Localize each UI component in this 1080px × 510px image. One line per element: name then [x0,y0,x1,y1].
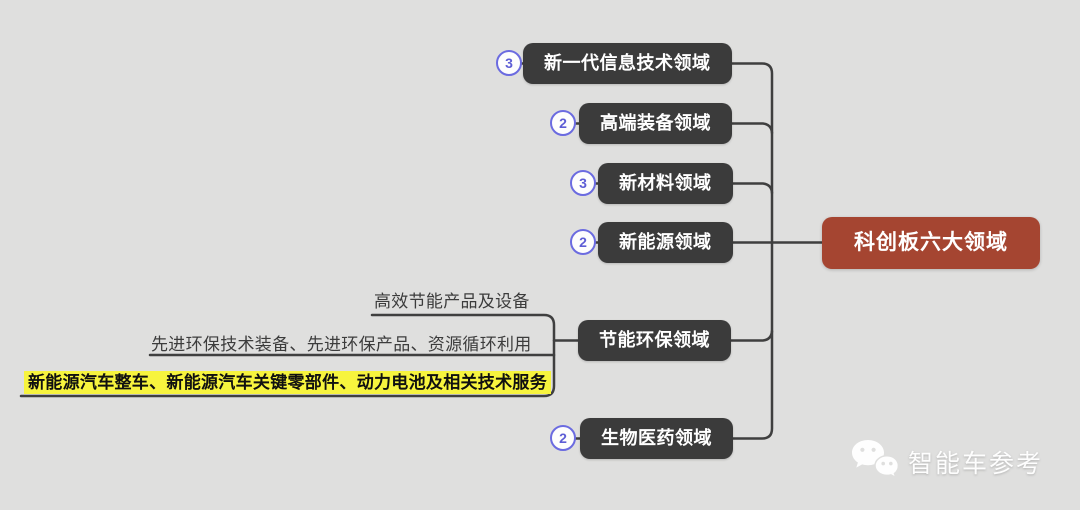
badge-count-biomedicine: 2 [550,425,576,451]
branch-node-new-materials: 新材料领域 [598,163,733,204]
trunk-line [725,62,774,440]
branch5-line [725,329,774,342]
branch2-line [725,122,774,135]
subtopic-energy-efficient-products: 高效节能产品及设备 [374,292,530,311]
branch-node-high-end-equipment: 高端装备领域 [579,103,732,144]
subtopic-advanced-env-protection: 先进环保技术装备、先进环保产品、资源循环利用 [151,335,532,354]
badge-count-high-end-equipment: 2 [550,110,576,136]
highlight-text: 新能源汽车整车、新能源汽车关键零部件、动力电池及相关技术服务 [24,371,551,394]
branch-node-next-gen-it: 新一代信息技术领域 [523,43,732,84]
branch-node-new-energy: 新能源领域 [598,222,733,263]
branch3-line [725,182,774,195]
badge-count-new-energy: 2 [570,229,596,255]
badge-count-new-materials: 3 [570,170,596,196]
watermark: 智能车参考 [850,438,1043,485]
branch-node-energy-saving-env: 节能环保领域 [578,320,731,361]
wechat-icon [850,438,900,485]
subtopic-nev-highlighted: 新能源汽车整车、新能源汽车关键零部件、动力电池及相关技术服务 [24,368,551,394]
watermark-text: 智能车参考 [908,449,1044,478]
badge-count-next-gen-it: 3 [496,50,522,76]
branch-node-biomedicine: 生物医药领域 [580,418,733,459]
root-node: 科创板六大领域 [822,217,1040,269]
